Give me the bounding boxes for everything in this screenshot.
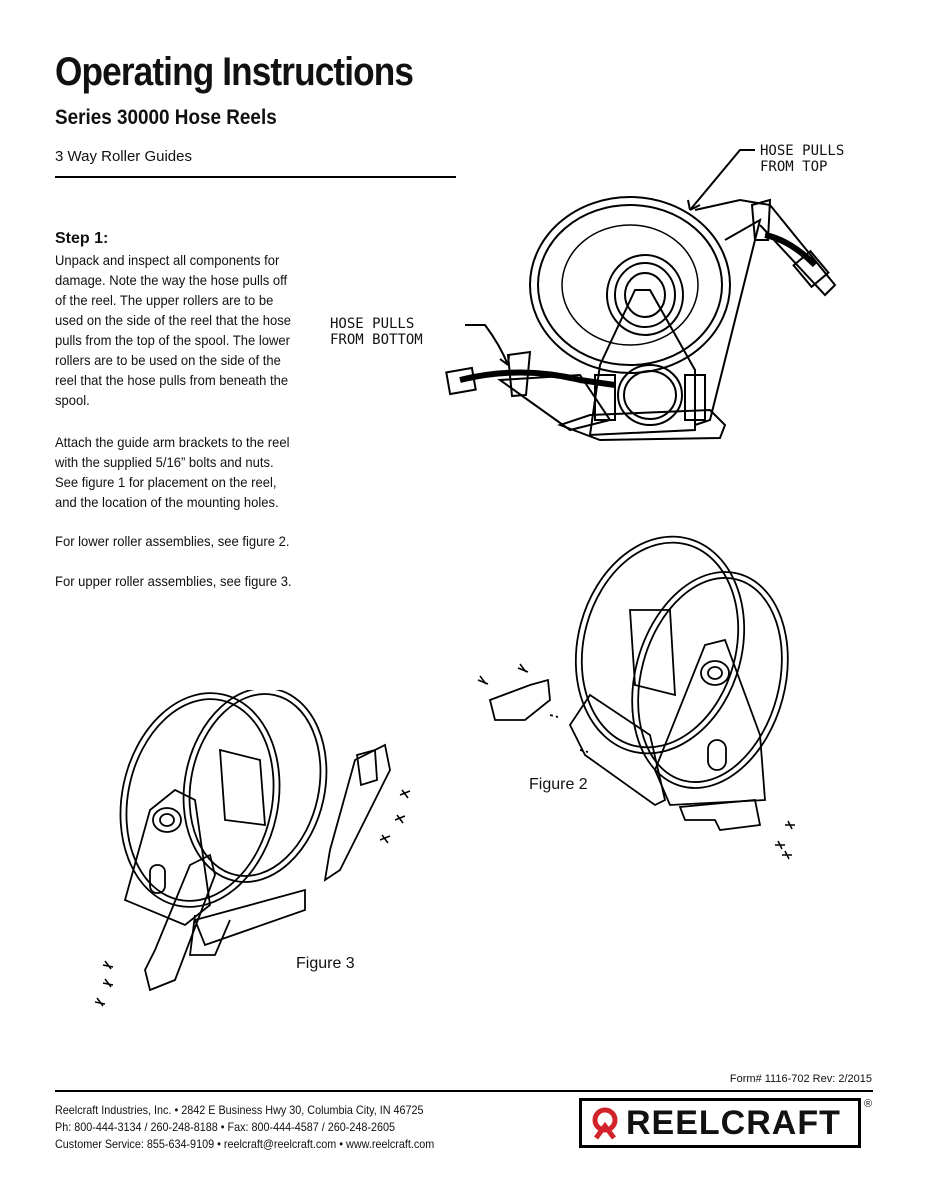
header-divider [55,176,456,178]
step-paragraph-2: Attach the guide arm brackets to the ree… [55,434,290,510]
footer-divider [55,1090,873,1092]
figure-2-caption: Figure 2 [529,776,588,793]
figure-1-reel-drawing [445,149,837,442]
registered-mark: ® [864,1098,873,1110]
callout-hose-pulls-from-bottom: HOSE PULLS FROM BOTTOM [330,316,423,348]
page-subtitle: Series 30000 Hose Reels [55,106,277,129]
footer-customer-service: Customer Service: 855-634-9109 • reelcra… [55,1137,435,1151]
figure-3-drawing [95,690,411,1007]
company-contact: Reelcraft Industries, Inc. • 2842 E Busi… [55,1102,434,1153]
footer-phone-fax: Ph: 800-444-3134 / 260-248-8188 • Fax: 8… [55,1120,396,1134]
step-heading: Step 1: [55,230,109,247]
step-paragraph-4: For upper roller assemblies, see figure … [55,573,292,589]
figure-2-drawing [477,535,795,860]
footer-address: Reelcraft Industries, Inc. • 2842 E Busi… [55,1103,424,1117]
section-title: 3 Way Roller Guides [55,148,192,165]
figure-3-caption: Figure 3 [296,955,355,972]
reelcraft-logo: REELCRAFT [579,1098,861,1148]
callout-hose-pulls-from-top: HOSE PULLS FROM TOP [760,143,845,175]
reelcraft-logo-icon [592,1107,618,1140]
form-number: Form# 1116-702 Rev: 2/2015 [729,1073,872,1085]
step-paragraph-3: For lower roller assemblies, see figure … [55,533,290,549]
step-paragraph-1: Unpack and inspect all components for da… [55,252,291,408]
page-title: Operating Instructions [55,50,414,94]
logo-wordmark: REELCRAFT [626,1103,841,1142]
